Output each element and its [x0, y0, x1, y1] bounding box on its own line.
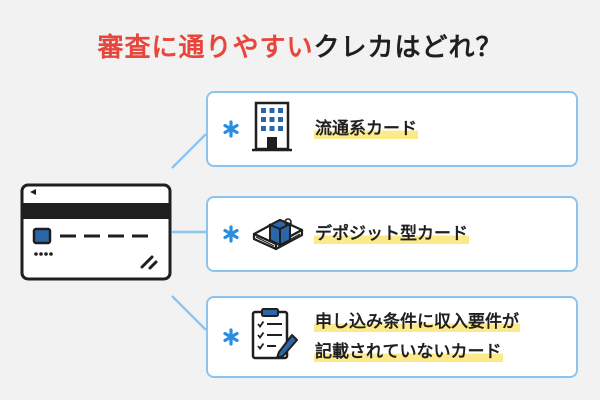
option-label-1: 流通系カード [314, 119, 418, 139]
connector-line-3 [171, 295, 207, 331]
option-box-2: デポジット型カード [206, 196, 578, 272]
title-highlight: 審査に通りやすい [97, 33, 314, 63]
credit-card-icon [20, 183, 172, 285]
asterisk-icon [223, 328, 239, 346]
cash-bundle-icon [250, 212, 306, 256]
asterisk-icon [223, 225, 239, 243]
office-building-icon [250, 101, 294, 157]
option-label-2: デポジット型カード [314, 224, 469, 244]
option-box-3: 申し込み条件に収入要件が 記載されていないカード [206, 296, 578, 378]
page-title: 審査に通りやすいクレカはどれ？ [0, 27, 600, 64]
connector-line-1 [171, 133, 207, 169]
option-box-1: 流通系カード [206, 91, 578, 167]
asterisk-icon [223, 120, 239, 138]
option-label-3: 申し込み条件に収入要件が 記載されていないカード [314, 312, 520, 362]
title-rest: クレカはどれ？ [313, 33, 503, 63]
clipboard-checklist-pen-icon [250, 307, 300, 367]
